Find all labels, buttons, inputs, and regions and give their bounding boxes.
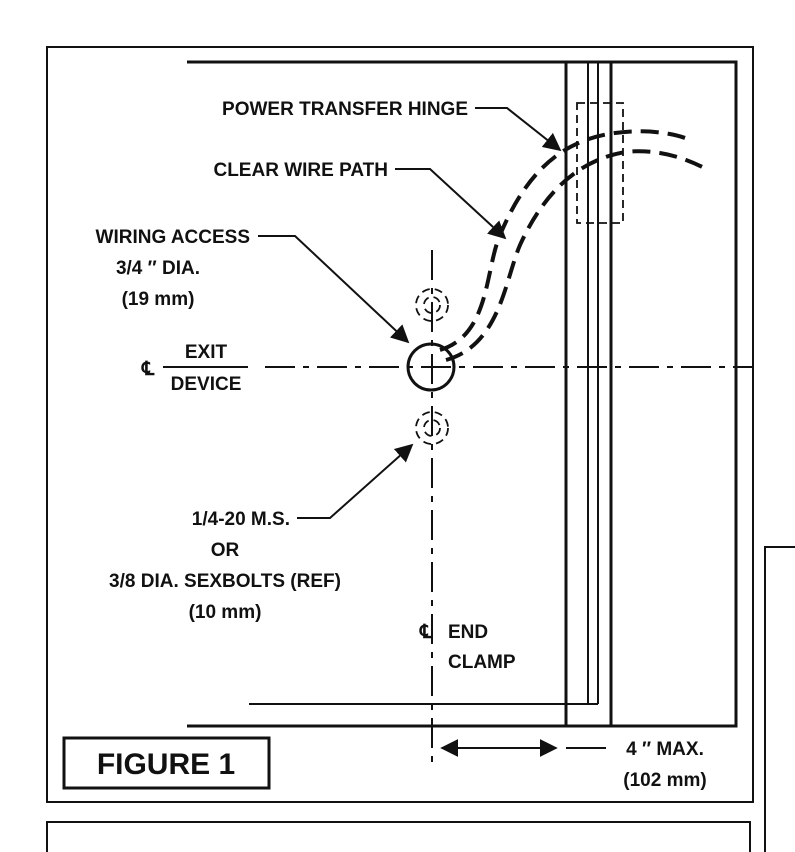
wiring-access-leader	[258, 235, 410, 344]
label-exit: EXIT	[185, 342, 228, 363]
figure-title: FIGURE 1	[97, 748, 235, 781]
label-device: DEVICE	[171, 374, 242, 395]
right-frame	[764, 546, 795, 852]
lower-frame	[46, 821, 751, 852]
hinge-leader	[475, 107, 562, 152]
label-clear-wire-path: CLEAR WIRE PATH	[213, 160, 388, 181]
centerline-symbol-exit: ℄	[141, 359, 155, 380]
bolts-leader	[297, 443, 414, 519]
label-bolts-line4: (10 mm)	[189, 602, 262, 623]
label-power-transfer-hinge: POWER TRANSFER HINGE	[222, 99, 468, 120]
bolt-hole-bottom	[415, 411, 449, 445]
label-bolts-line3: 3/8 DIA. SEXBOLTS (REF)	[109, 571, 341, 592]
label-wiring-access-line3: (19 mm)	[122, 289, 195, 310]
label-bolts-line2: OR	[211, 540, 240, 561]
label-wiring-access-line1: WIRING ACCESS	[96, 227, 250, 248]
hinge-outline	[576, 102, 624, 224]
wire-path-upper	[439, 129, 691, 352]
centerline-symbol-clamp: ℄	[419, 622, 433, 643]
wire-path-lower	[445, 149, 709, 362]
label-max-line1: 4 ″ MAX.	[626, 739, 704, 760]
figure-title-box	[62, 736, 271, 790]
label-bolts-line1: 1/4-20 M.S.	[192, 509, 290, 530]
label-max-line2: (102 mm)	[623, 770, 706, 791]
label-clamp: CLAMP	[448, 652, 516, 673]
door-top-edge	[187, 60, 738, 728]
wiring-access-hole	[406, 342, 456, 392]
wire-path-leader	[395, 168, 507, 240]
figure-frame	[46, 46, 754, 803]
label-wiring-access-line2: 3/4 ″ DIA.	[116, 258, 200, 279]
label-end: END	[448, 622, 488, 643]
bolt-hole-top	[415, 288, 449, 322]
